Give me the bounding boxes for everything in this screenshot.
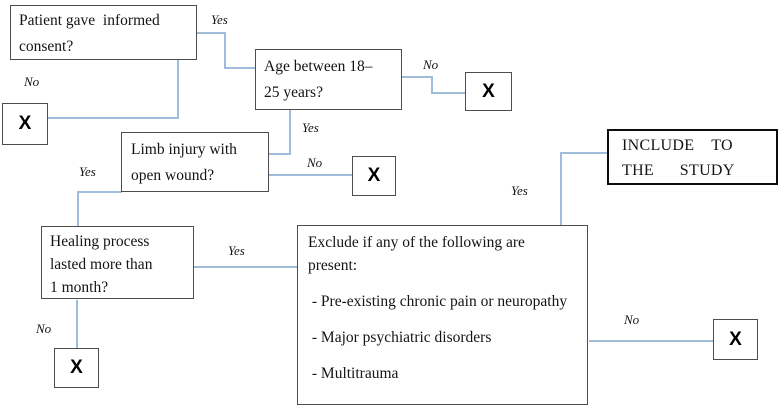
edge-label-limb-no: No <box>307 155 323 170</box>
connector-consent-yes <box>224 67 255 69</box>
connector-consent-no <box>48 117 179 119</box>
x-mark: X <box>18 113 32 134</box>
consent-question-line: Patient gave informed <box>19 12 160 29</box>
exclude-terminator-healing: X <box>54 348 99 388</box>
connector-consent-no <box>177 59 179 119</box>
connector-healing-no <box>76 300 78 348</box>
edge-label-age-no: No <box>423 57 439 72</box>
healing-question-line: lasted more than <box>50 256 153 273</box>
exclude-terminator-limb: X <box>352 156 396 196</box>
exclusion-criteria-paragraph: - Pre-existing chronic pain or neuropath… <box>308 293 568 310</box>
edge-label-age-yes: Yes <box>302 120 319 135</box>
x-mark: X <box>729 328 742 350</box>
exclusion-criteria-paragraph: - Multitrauma <box>308 365 399 382</box>
limb-question-box: Limb injury with open wound? <box>121 132 269 192</box>
consent-question-line: consent? <box>19 38 74 55</box>
age-question-box: Age between 18– 25 years? <box>255 49 402 110</box>
connector-limb-yes <box>77 191 79 226</box>
edge-label-consent-yes: Yes <box>211 12 228 27</box>
include-to-study-line: INCLUDE TO <box>622 137 733 154</box>
consent-question-box: Patient gave informed consent? <box>10 5 197 60</box>
connector-age-yes <box>289 110 291 155</box>
healing-question-box: Healing process lasted more than 1 month… <box>41 226 194 299</box>
exclude-terminator-consent: X <box>2 103 48 145</box>
exclude-terminator-final: X <box>713 319 758 360</box>
x-mark: X <box>70 357 83 378</box>
exclude-terminator-age: X <box>465 72 512 111</box>
connector-age-no <box>431 76 433 94</box>
edge-label-consent-no: No <box>24 74 40 89</box>
exclusion-criteria-box: Exclude if any of the following are pres… <box>297 225 588 405</box>
healing-question-line: Healing process <box>50 233 150 250</box>
connector-exclude-yes <box>560 152 607 154</box>
x-mark: X <box>367 165 381 186</box>
exclusion-criteria-paragraph: - Major psychiatric disorders <box>308 329 492 346</box>
exclusion-criteria-paragraph: Exclude if any of the following are pres… <box>308 234 529 274</box>
connector-age-yes <box>268 153 291 155</box>
age-question-line: 25 years? <box>264 84 323 101</box>
include-to-study-box: INCLUDE TO THE STUDY <box>607 129 778 185</box>
edge-label-exclude-no: No <box>624 312 640 327</box>
connector-healing-yes <box>194 266 297 268</box>
connector-exclude-yes <box>560 152 562 225</box>
limb-question-line: Limb injury with <box>131 141 237 158</box>
connector-limb-no <box>269 174 352 176</box>
edge-label-exclude-yes: Yes <box>511 183 528 198</box>
connector-limb-yes <box>77 191 122 193</box>
limb-question-line: open wound? <box>131 167 215 184</box>
x-mark: X <box>482 80 495 102</box>
edge-label-limb-yes: Yes <box>79 164 96 179</box>
connector-consent-yes <box>197 32 226 34</box>
edge-label-healing-no: No <box>36 321 52 336</box>
healing-question-line: 1 month? <box>50 279 109 296</box>
connector-age-no <box>402 76 433 78</box>
connector-consent-yes <box>224 32 226 69</box>
edge-label-healing-yes: Yes <box>228 243 245 258</box>
connector-exclude-no <box>589 340 713 342</box>
include-to-study-line: THE STUDY <box>622 162 735 179</box>
connector-age-no <box>431 92 465 94</box>
age-question-line: Age between 18– <box>264 58 373 75</box>
